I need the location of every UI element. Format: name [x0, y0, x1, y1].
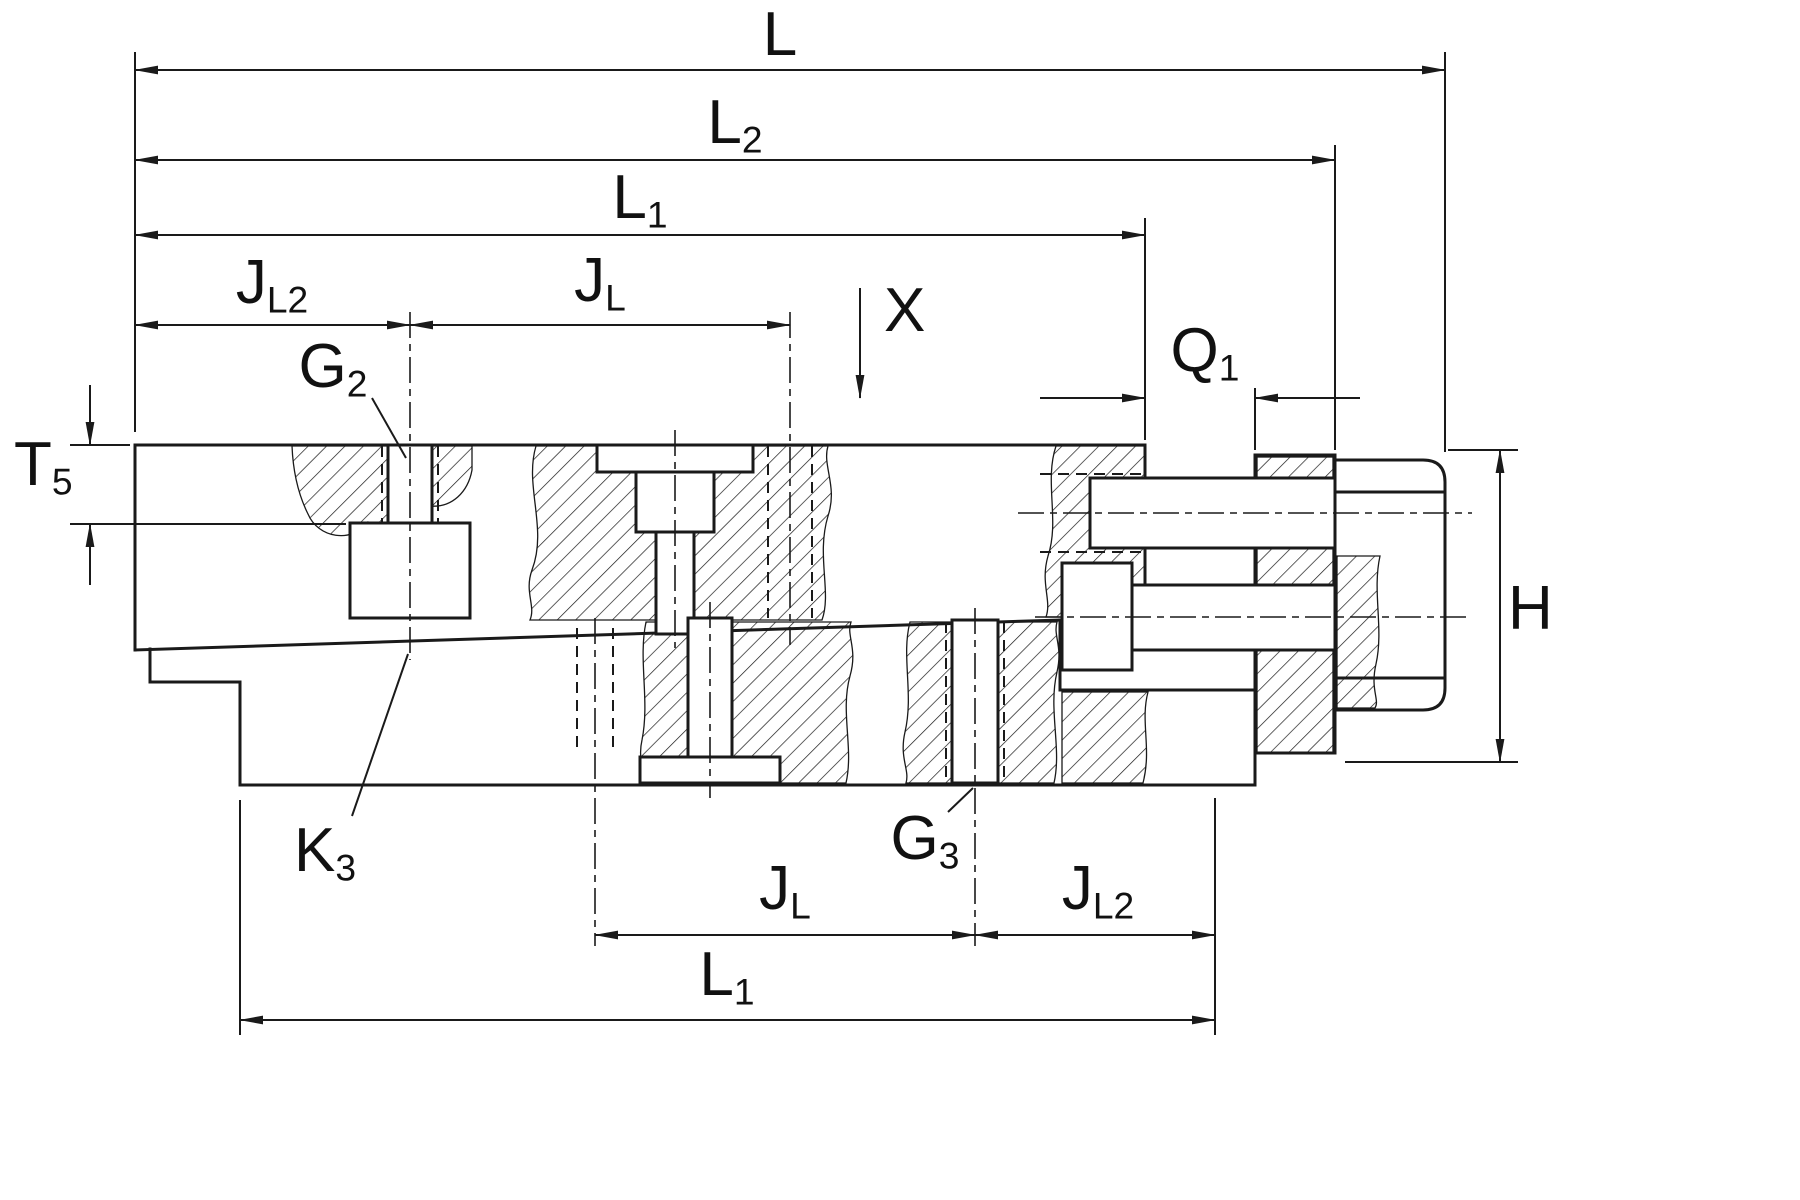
label-hole-G2: G2 — [298, 332, 368, 405]
leader-G3 — [947, 787, 974, 813]
label-dim-H: H — [1508, 574, 1553, 643]
label-dim-Q1: Q1 — [1170, 316, 1240, 389]
label-dim-T5: T5 — [14, 430, 73, 503]
label-dim-JL2-top: JL2 — [235, 248, 309, 321]
label-dim-L: L — [762, 0, 798, 69]
hatch-hex-head-break — [1336, 555, 1381, 709]
label-dim-JL-bottom: JL — [759, 854, 811, 927]
hatch-bottom-plate-g3-left — [902, 621, 953, 784]
leader-K3 — [351, 653, 409, 817]
bottom-wedge-plate-outline — [148, 618, 1257, 787]
hatch-bottom-plate-stud-right — [731, 621, 854, 784]
label-hole-G3: G3 — [890, 804, 960, 877]
label-dim-JL2-bottom: JL2 — [1061, 854, 1135, 927]
label-section-X: X — [884, 276, 926, 345]
label-hole-K3: K3 — [293, 816, 357, 889]
dimension-lines — [85, 65, 1505, 1025]
hatch-bottom-plate-right — [1061, 691, 1149, 784]
extension-lines — [70, 52, 1518, 1035]
leader-G2 — [371, 397, 407, 459]
label-dim-L2: L2 — [707, 88, 763, 161]
label-dim-JL-top: JL — [574, 246, 626, 319]
label-dim-L1-bottom: L1 — [699, 940, 755, 1013]
label-dim-L1-top: L1 — [612, 163, 668, 236]
hex-bolt-head — [1333, 458, 1447, 712]
lower-stud-shaft — [686, 616, 734, 759]
leader-lines — [351, 397, 974, 817]
centerlines — [409, 312, 1472, 946]
hatch-bottom-plate-g3-right — [997, 621, 1060, 784]
hidden-thread-lines — [381, 446, 1145, 782]
